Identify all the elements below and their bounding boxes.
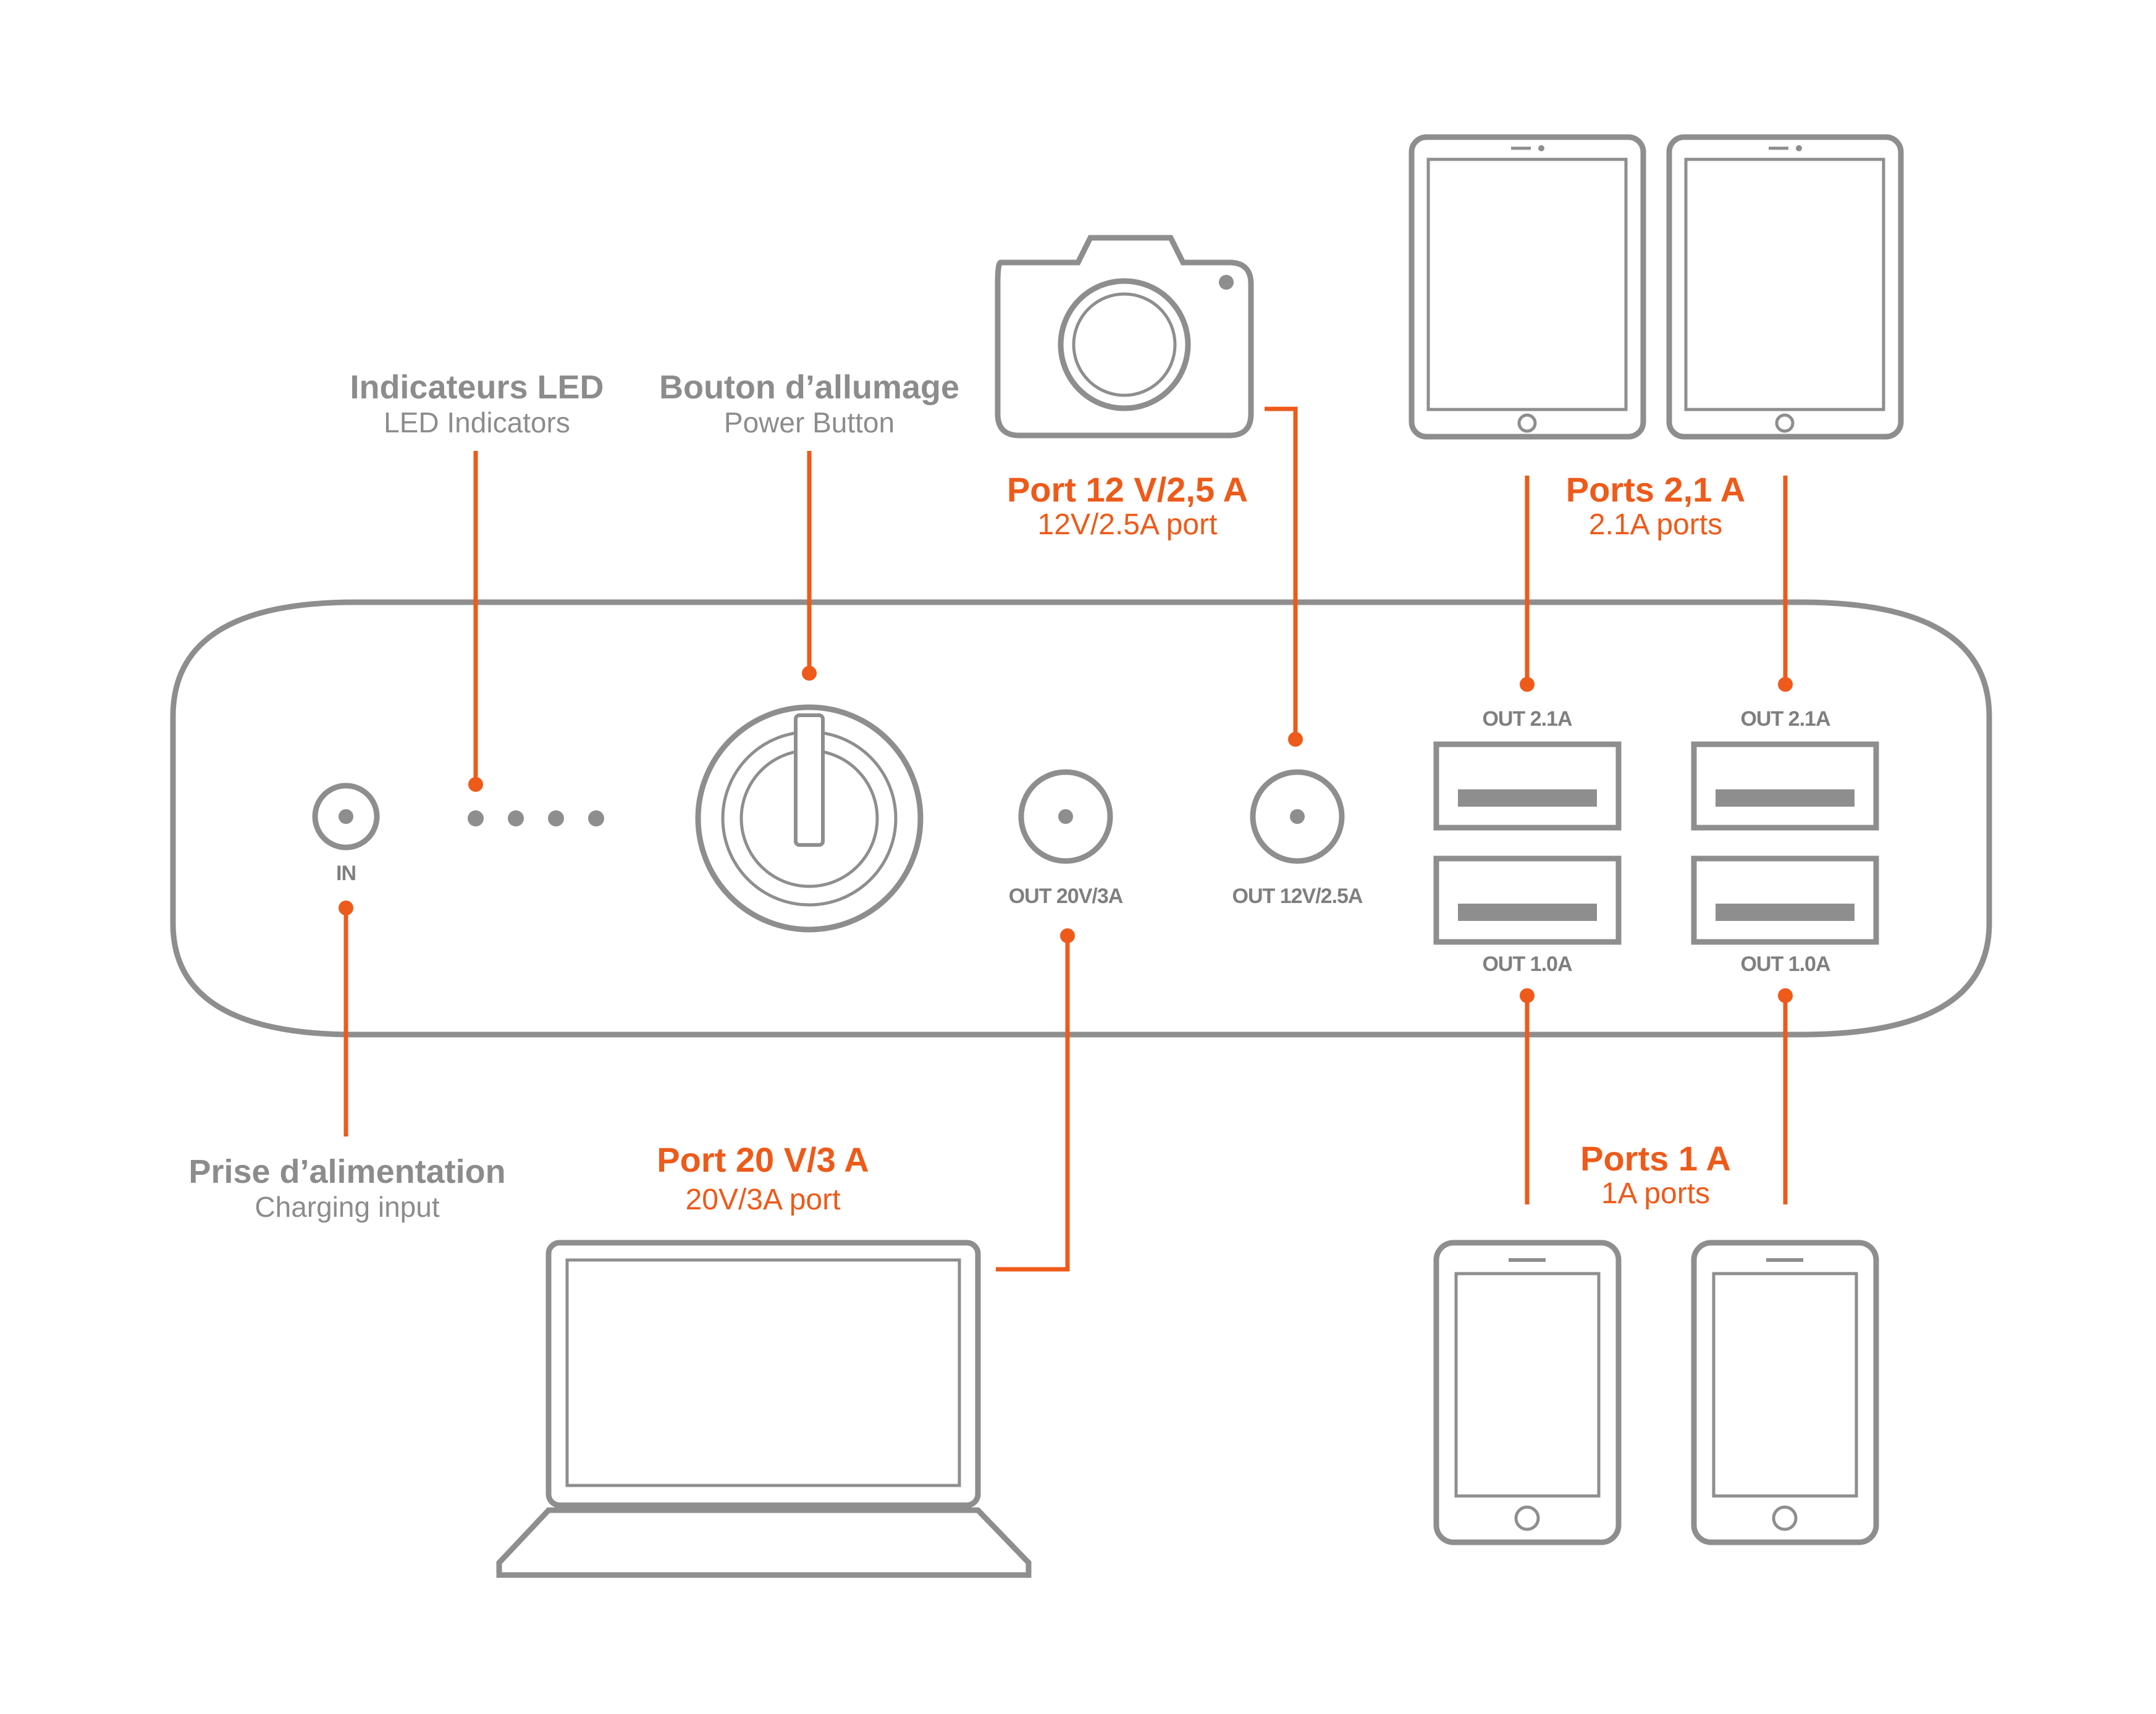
dc-port-20v: OUT 20V/3A — [1009, 769, 1124, 908]
leader-lines — [339, 406, 1793, 1272]
phone-icon — [1691, 1240, 1879, 1545]
in-label: IN — [336, 862, 356, 885]
callout-subtitle: 2.1A ports — [1589, 508, 1722, 541]
callout-led: Indicateurs LED LED Indicators — [350, 369, 604, 439]
out-12v-label: OUT 12V/2.5A — [1232, 884, 1363, 908]
usb-top-label: OUT 2.1A — [1482, 707, 1572, 731]
callout-port-20v: Port 20 V/3 A 20V/3A port — [657, 1140, 869, 1216]
led-dot — [548, 810, 564, 826]
out-20v-label: OUT 20V/3A — [1009, 884, 1123, 908]
camera-icon — [995, 235, 1254, 439]
led-dot — [468, 810, 484, 826]
usb-port — [1433, 741, 1622, 831]
port-12v-leader-line — [1265, 406, 1298, 739]
callout-subtitle: 12V/2.5A port — [1038, 508, 1218, 541]
callout-subtitle: 20V/3A port — [686, 1183, 841, 1216]
laptop-icon — [496, 1240, 1032, 1578]
callout-port-12v: Port 12 V/2,5 A 12V/2.5A port — [1007, 470, 1248, 541]
callout-ports-1a: Ports 1 A 1A ports — [1580, 1139, 1731, 1210]
callout-ports-21a: Ports 2,1 A 2.1A ports — [1566, 470, 1745, 541]
callout-subtitle: LED Indicators — [384, 406, 570, 439]
charging-input-port: IN — [312, 783, 380, 885]
callout-title: Ports 2,1 A — [1566, 470, 1745, 509]
usb-port — [1691, 855, 1879, 945]
power-symbol-icon — [794, 713, 825, 847]
callout-title: Port 12 V/2,5 A — [1007, 470, 1248, 509]
dc-port-12v: OUT 12V/2.5A — [1232, 769, 1363, 908]
callout-title: Port 20 V/3 A — [657, 1140, 869, 1179]
callout-subtitle: Power Button — [724, 406, 895, 439]
callout-power-button: Bouton d’allumage Power Button — [659, 369, 959, 439]
usb-port — [1691, 741, 1879, 831]
tablet-icon — [1666, 134, 1904, 440]
callout-title: Indicateurs LED — [350, 369, 604, 406]
usb-port — [1433, 855, 1622, 945]
usb-bottom-label: OUT 1.0A — [1740, 952, 1830, 976]
led-indicators — [468, 810, 604, 826]
callout-subtitle: 1A ports — [1601, 1177, 1710, 1210]
callout-subtitle: Charging input — [255, 1191, 439, 1223]
phone-icon — [1433, 1240, 1622, 1545]
callout-charging-input: Prise d’alimentation Charging input — [188, 1153, 505, 1223]
usb-top-label: OUT 2.1A — [1740, 707, 1830, 731]
port-20v-leader-line — [996, 936, 1070, 1272]
led-dot — [588, 810, 604, 826]
usb-bottom-label: OUT 1.0A — [1482, 952, 1572, 976]
usb-ports: OUT 2.1A OUT 2.1A OUT 1.0A OUT 1.0A — [1433, 707, 1879, 976]
power-button — [695, 704, 924, 933]
tablet-icon — [1409, 134, 1646, 440]
power-bank: IN OUT 20V/3A OUT 12V/2.5A — [170, 599, 1992, 1038]
callout-title: Prise d’alimentation — [188, 1153, 505, 1190]
callout-title: Bouton d’allumage — [659, 369, 959, 406]
callout-title: Ports 1 A — [1580, 1139, 1731, 1178]
led-dot — [508, 810, 524, 826]
